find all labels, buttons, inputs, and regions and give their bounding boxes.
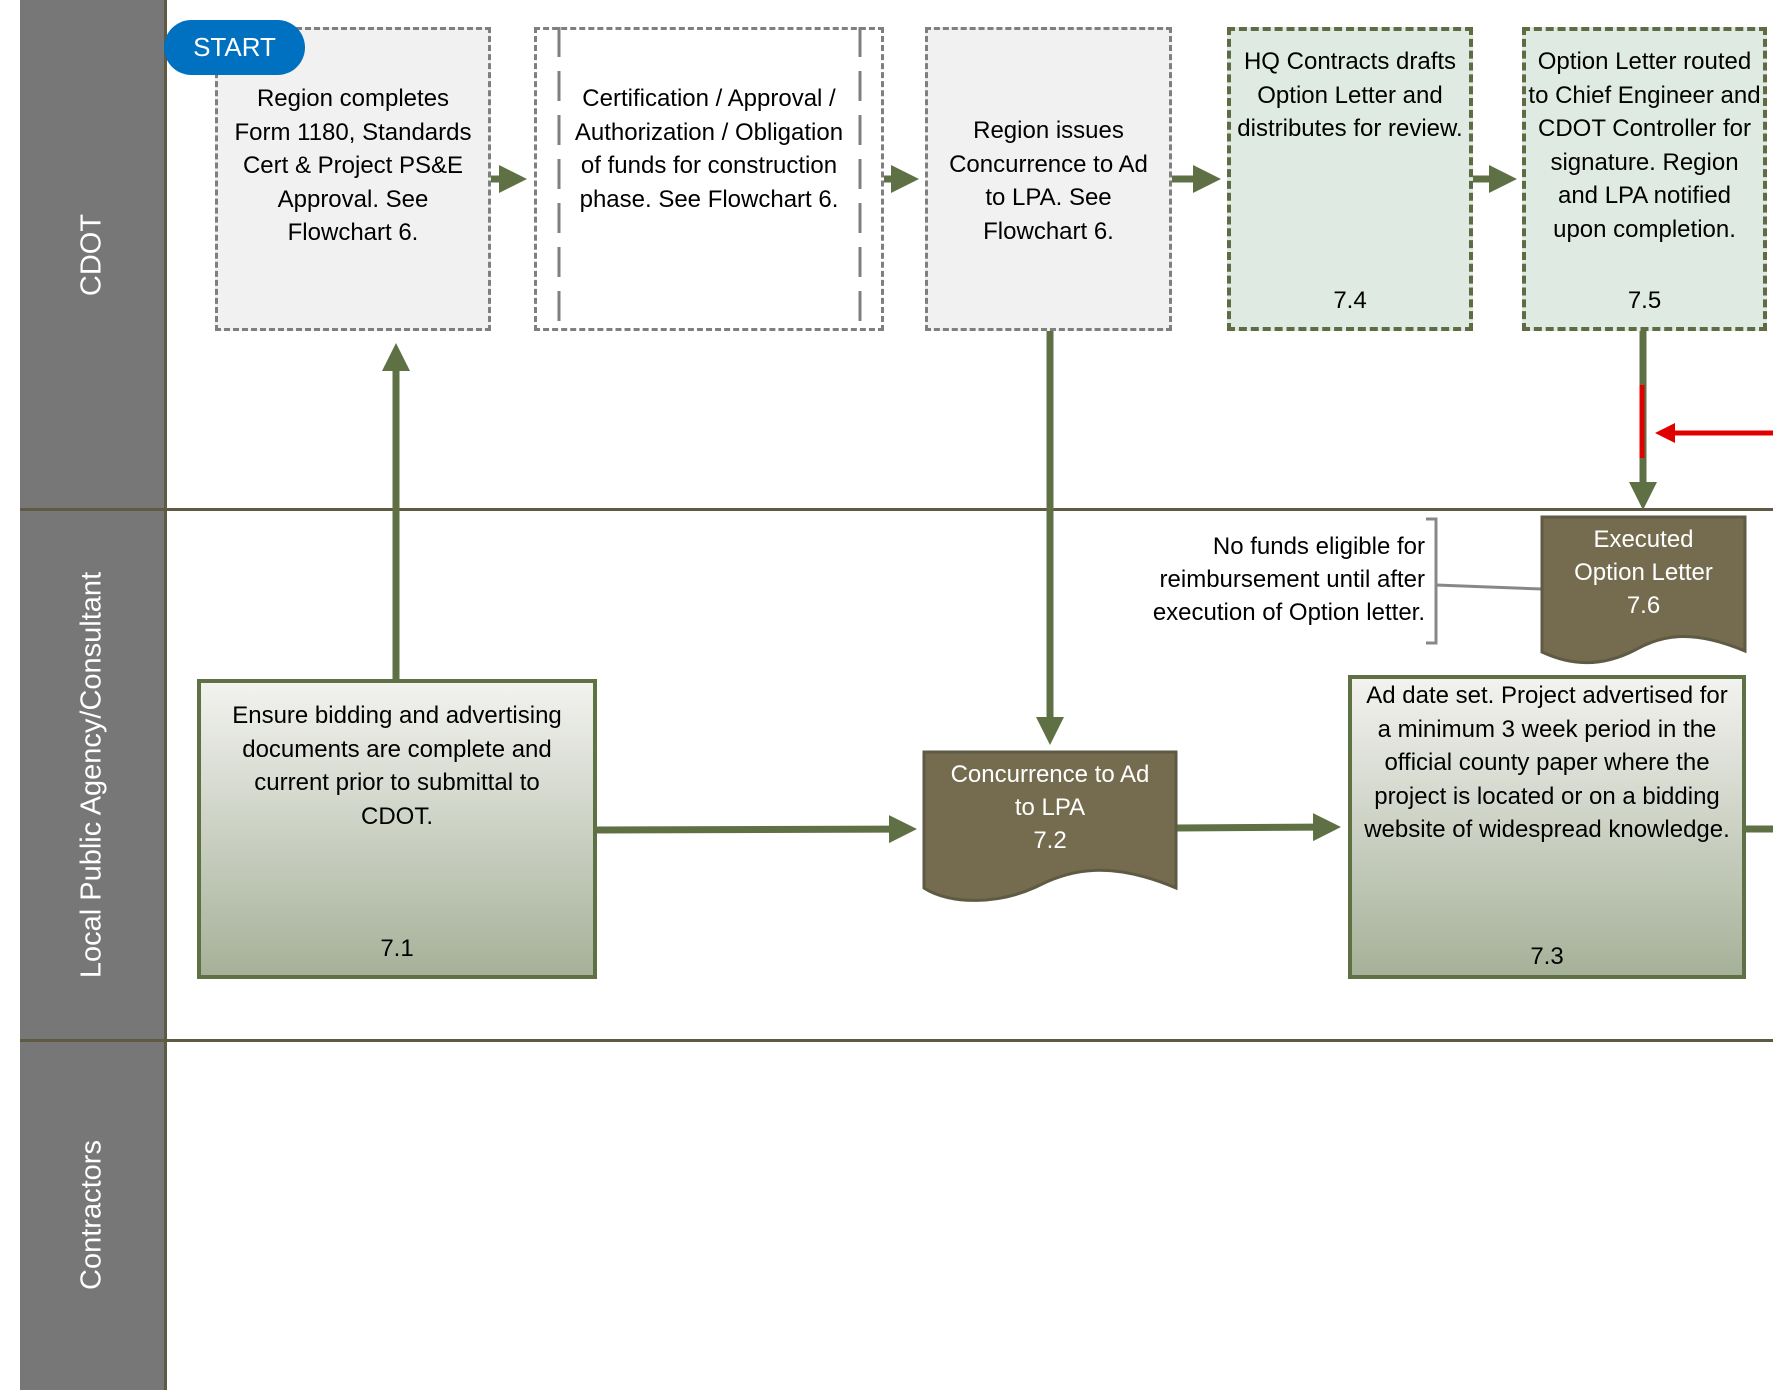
step-text: Option Letter routed to Chief Engineer a… [1528,48,1761,243]
step-7-3: Ad date set. Project advertised for a mi… [1348,675,1746,979]
step-text: Ensure bidding and advertising documents… [232,702,562,830]
step-7-5: Option Letter routed to Chief Engineer a… [1522,27,1767,331]
step-text: Region issues Concurrence to Ad to LPA. … [949,117,1148,245]
annotation-note: No funds eligible for reimbursement unti… [1152,533,1425,626]
step-certification-obligation: Certification / Approval / Authorization… [534,27,884,331]
document-7-6-shape [1540,515,1747,665]
document-7-2: Concurrence to Ad to LPA 7.2 [924,752,1176,882]
lane-header-contractors: Contractors [20,1040,167,1390]
document-text: Executed Option Letter [1574,526,1713,586]
step-number: 7.4 [1333,286,1367,314]
step-number: 7.1 [380,934,414,962]
step-region-issues-concurrence: Region issues Concurrence to Ad to LPA. … [925,27,1172,331]
arrow-71-to-72 [596,815,917,844]
step-number: 7.3 [1530,942,1564,970]
start-terminator: START [164,20,305,75]
document-number: 7.2 [1033,827,1067,854]
lane-header-lpa: Local Public Agency/Consultant [20,509,167,1040]
annotation-bracket [1426,517,1438,645]
lane-divider [20,1039,1773,1042]
step-text: Region completes Form 1180, Standards Ce… [234,85,472,246]
step-text: HQ Contracts drafts Option Letter and di… [1237,48,1463,142]
lane-header-cdot: CDOT [20,0,167,509]
annotation-leader [1435,583,1543,591]
step-text: Certification / Approval / Authorization… [574,85,844,213]
step-7-1: Ensure bidding and advertising documents… [197,679,597,979]
document-number: 7.6 [1626,592,1661,619]
step-text: Ad date set. Project advertised for a mi… [1364,682,1730,843]
lane-divider [20,508,1773,511]
document-7-6: Executed Option Letter 7.6 [1542,517,1745,647]
document-text: Concurrence to Ad to LPA [950,761,1150,821]
step-number: 7.5 [1627,286,1662,314]
step-region-form-1180: Region completes Form 1180, Standards Ce… [215,27,491,331]
arrow-72-to-73 [1175,813,1341,842]
step-7-4: HQ Contracts drafts Option Letter and di… [1227,27,1473,331]
document-7-2-shape [922,750,1178,902]
